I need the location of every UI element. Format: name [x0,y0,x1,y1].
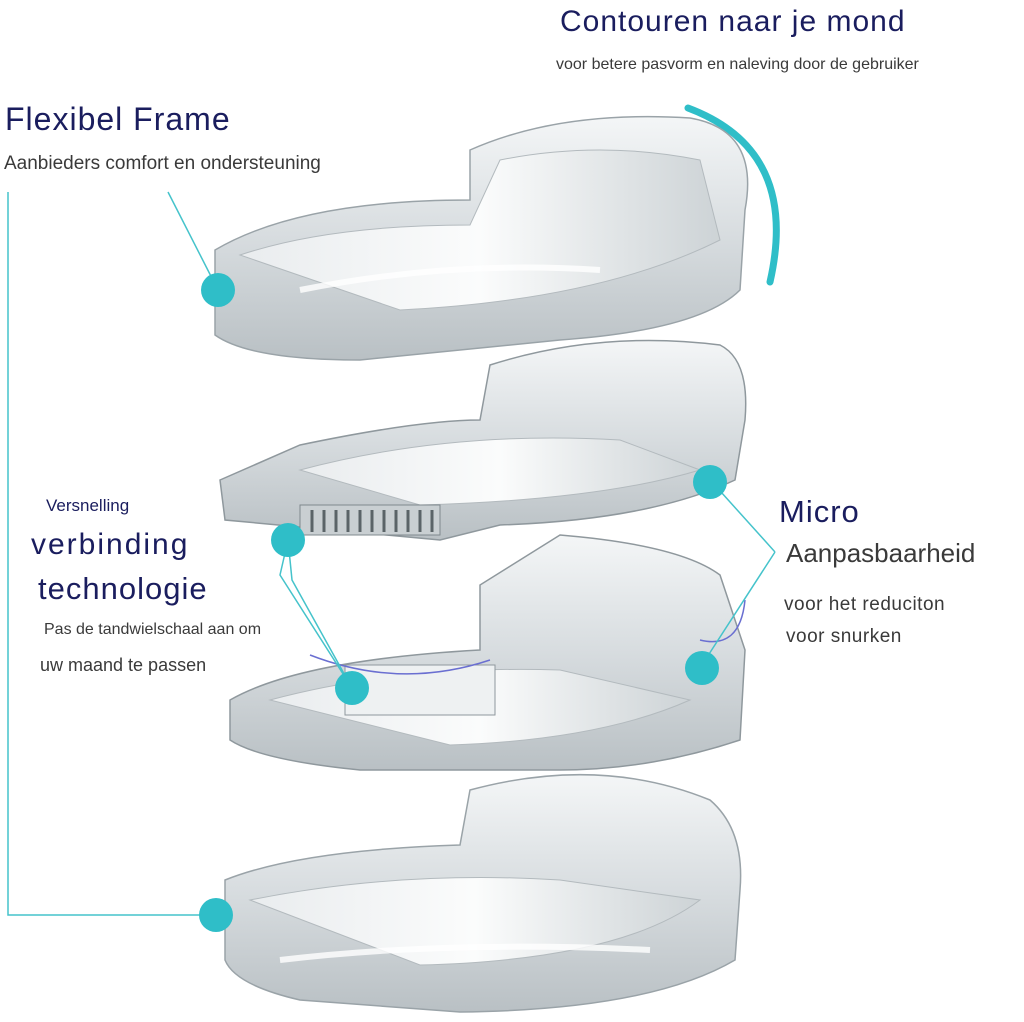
lower-tray-layer [224,773,742,1013]
gear-title-line2: technologie [38,571,208,606]
marker-dot-frame [201,273,235,307]
marker-dot-micro [685,651,719,685]
micro-title-line2: Aanpasbaarheid [786,538,976,568]
marker-dot-connector [335,671,369,705]
micro-desc-line1: voor het reduciton [784,594,946,615]
contour-arc [684,104,780,286]
gear-title-line1: verbinding [31,528,190,561]
marker-dot-lower [199,898,233,932]
marker-dot-gear [271,523,305,557]
gear-plate-layer [219,339,747,541]
gear-desc-line1: Pas de tandwielschaal aan om [44,621,262,638]
leader-line-micro-a [711,481,776,553]
contours-subtitle: voor betere pasvorm en naleving door de … [556,56,919,73]
micro-title-line1: Micro [779,494,860,529]
frame-subtitle: Aanbieders comfort en ondersteuning [4,153,321,174]
gear-kicker: Versnelling [46,496,130,515]
frame-title: Flexibel Frame [5,101,231,137]
upper-frame-layer [214,115,749,361]
marker-dot-gear-plate [693,465,727,499]
contours-title: Contouren naar je mond [560,5,906,38]
gear-scale-ticks [310,510,434,532]
micro-adjust-layer [229,534,746,771]
gear-desc-line2: uw maand te passen [40,655,207,675]
leader-line-frame [167,191,219,291]
leader-line-lower [7,192,216,916]
micro-desc-line2: voor snurken [786,626,902,647]
leader-line-micro-b [699,551,776,669]
